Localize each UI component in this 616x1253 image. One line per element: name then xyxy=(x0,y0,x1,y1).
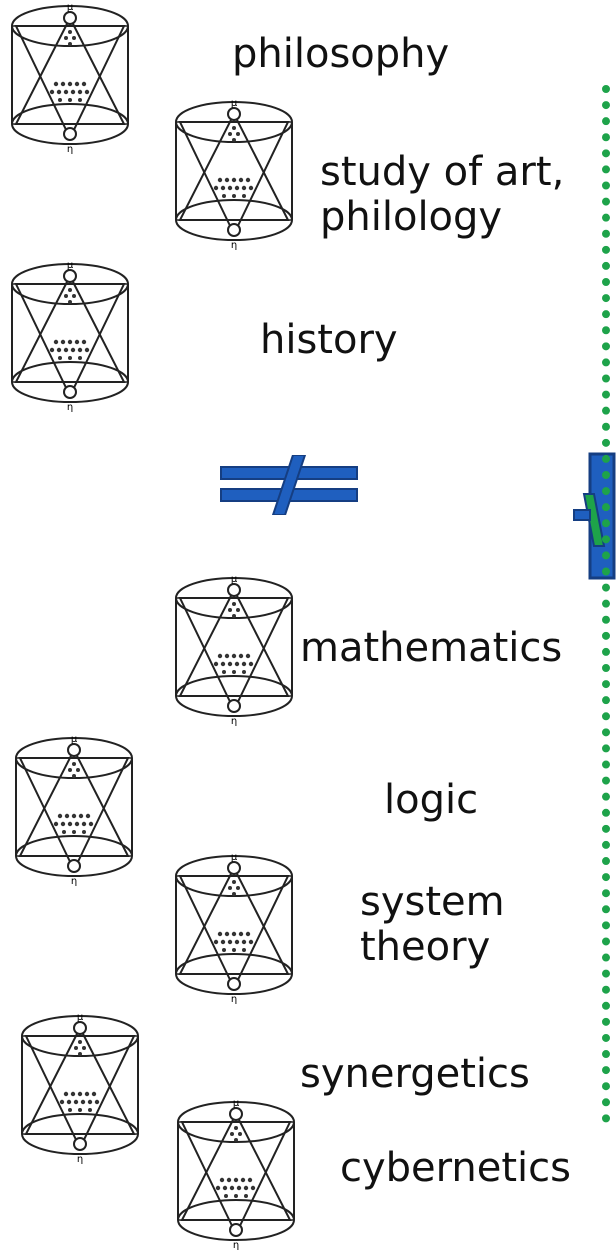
svg-text:μ: μ xyxy=(231,852,238,863)
svg-text:η: η xyxy=(77,1154,83,1164)
label-system-theory: system theory xyxy=(360,879,505,970)
label-philosophy: philosophy xyxy=(232,31,450,77)
svg-text:η: η xyxy=(67,402,73,412)
svg-text:μ: μ xyxy=(231,98,238,109)
label-logic: logic xyxy=(384,777,479,823)
label-synergetics: synergetics xyxy=(300,1051,530,1097)
svg-text:η: η xyxy=(231,716,237,726)
svg-text:μ: μ xyxy=(77,1012,84,1023)
svg-text:μ: μ xyxy=(67,2,74,13)
cylinder-diagram-icon: μ η xyxy=(12,732,136,886)
svg-text:η: η xyxy=(71,876,77,886)
label-cybernetics: cybernetics xyxy=(340,1145,571,1191)
cylinder-diagram-icon: μ η xyxy=(8,0,132,154)
svg-text:η: η xyxy=(231,240,237,250)
label-art-philology: study of art, philology xyxy=(320,149,565,240)
label-history: history xyxy=(260,317,398,363)
cylinder-diagram-icon: μ η xyxy=(172,572,296,726)
svg-text:η: η xyxy=(231,994,237,1004)
svg-text:η: η xyxy=(233,1240,239,1250)
dotted-divider xyxy=(602,85,610,1123)
cylinder-diagram-icon: μ η xyxy=(8,258,132,412)
cylinder-diagram-icon: μ η xyxy=(172,850,296,1004)
svg-text:μ: μ xyxy=(71,734,78,745)
cylinder-diagram-icon: μ η xyxy=(172,96,296,250)
cylinder-diagram-icon: μ η xyxy=(174,1096,298,1250)
svg-text:μ: μ xyxy=(231,574,238,585)
cylinder-diagram-icon: μ η xyxy=(18,1010,142,1164)
not-equal-icon xyxy=(219,454,359,516)
svg-text:μ: μ xyxy=(233,1098,240,1109)
svg-text:μ: μ xyxy=(67,260,74,271)
svg-text:η: η xyxy=(67,144,73,154)
label-mathematics: mathematics xyxy=(300,625,563,671)
